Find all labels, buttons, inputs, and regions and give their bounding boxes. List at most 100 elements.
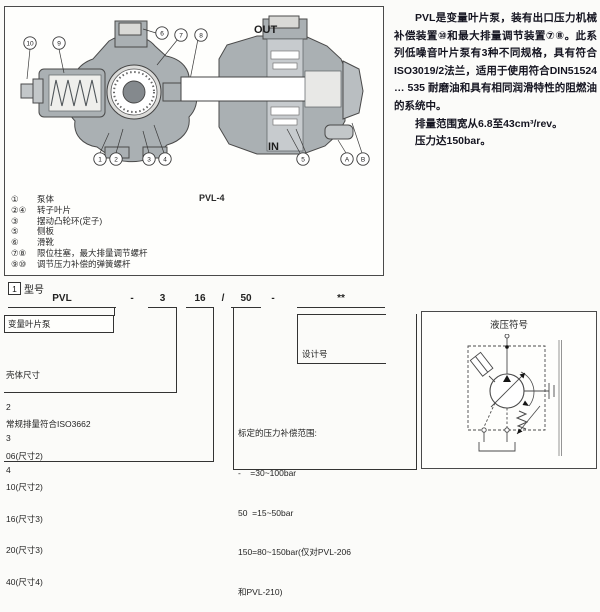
code-series: PVL [8, 293, 116, 308]
legend-symbol: ⑤ [11, 226, 19, 237]
code-size: 3 [148, 293, 177, 308]
section-header: 1 型号 [8, 281, 44, 296]
code-displacement: 16 [186, 293, 214, 308]
callouts-left-pump: 10 9 6 7 8 1 2 3 4 [23, 26, 208, 166]
code-dash-1: - [130, 293, 134, 304]
suction-port [504, 427, 510, 433]
pump-section-figure: 10 9 6 7 8 1 2 3 4 [4, 6, 384, 276]
legend-symbol: ⑦⑧ [11, 247, 27, 258]
legend-text: 调节压力补偿的弹簧螺杆 [37, 258, 131, 269]
compensation-option: 50 =15~50bar [238, 507, 294, 518]
compensation-bracket-right [416, 314, 417, 470]
legend-text: 转子叶片 [37, 204, 72, 215]
code-compensation: 50 [231, 293, 261, 308]
size-bracket-vertical [176, 307, 177, 393]
compensation-options: 标定的压力补偿范围: - =30~100bar 50 =15~50bar 150… [238, 401, 351, 612]
size-options: 壳体尺寸 2 3 4 [6, 349, 40, 486]
intro-text: PVL是变量叶片泵，装有出口压力机械补偿装置⑩和最大排量调节装置⑦⑧。此系列低噪… [394, 10, 597, 151]
legend-text: 滑靴 [37, 237, 55, 248]
callout-10: 10 [26, 40, 34, 47]
callout-6: 6 [160, 30, 164, 37]
code-design: ** [297, 293, 385, 308]
callout-1: 1 [98, 156, 102, 163]
symbol-enclosure [467, 345, 546, 431]
legend-symbol: ⑨⑩ [11, 258, 27, 269]
legend-item: ⑥ 滑靴 [11, 237, 148, 248]
code-slash: / [221, 293, 225, 304]
right-pump-internals [180, 38, 342, 152]
legend-symbol: ②④ [11, 204, 27, 215]
variable-arrow [490, 372, 526, 408]
compensation-option: 150=80~150bar(仅对PVL-206 [238, 547, 351, 558]
displacement-bracket-vertical [213, 307, 214, 462]
section-title: 型号 [24, 285, 44, 296]
adjust-arrow-line [516, 405, 541, 435]
callout-2: 2 [114, 156, 118, 163]
compensator-spring [50, 79, 98, 107]
outlet-port [504, 334, 510, 339]
callout-5: 5 [301, 156, 305, 163]
section-number-box: 1 [8, 282, 21, 295]
callout-9: 9 [57, 40, 61, 47]
callout-3: 3 [147, 156, 151, 163]
size-bracket-horizontal [4, 392, 177, 393]
compensation-option: - =30~100bar [238, 468, 297, 479]
displacement-title: 常规排量符合ISO3662 [6, 419, 91, 429]
displacement-option: 40(尺寸4) [6, 576, 43, 587]
compensation-option: 和PVL-210) [238, 586, 283, 597]
callout-4: 4 [163, 156, 167, 163]
compensator-link [488, 375, 496, 383]
legend-text: 侧板 [37, 226, 55, 237]
junction-dot [505, 345, 509, 349]
compensation-bracket-bottom [233, 469, 417, 470]
legend-item: ⑦⑧ 限位柱塞，最大排量调节螺杆 [11, 248, 148, 259]
callout-8: 8 [199, 32, 203, 39]
design-number-box: 设计号 [297, 314, 386, 364]
intro-paragraph-3: 压力达150bar。 [415, 135, 491, 148]
legend-symbol: ① [11, 194, 19, 204]
hydraulic-symbol-box: 液压符号 [421, 311, 597, 469]
swivel-arrowhead [522, 400, 529, 406]
legend-item: ⑨⑩ 调节压力补偿的弹簧螺杆 [11, 259, 148, 270]
size-option: 2 [6, 401, 11, 412]
spring-window [48, 74, 102, 112]
pump-cross-section-drawing: 10 9 6 7 8 1 2 3 4 [20, 15, 370, 166]
size-title: 壳体尺寸 [6, 370, 41, 380]
out-port-label: OUT [254, 24, 278, 36]
callouts-right-pump: 5 A B [296, 152, 370, 166]
size-option: 3 [6, 433, 11, 443]
legend-text: 摆动凸轮环(定子) [37, 215, 103, 226]
callout-7: 7 [179, 32, 183, 39]
variable-pump-symbol [467, 334, 562, 456]
displacement-option: 06(尺寸2) [6, 450, 43, 461]
pump-type-box: 变量叶片泵 [4, 315, 114, 333]
displacement-option: 10(尺寸2) [6, 482, 43, 492]
pilot-line [483, 402, 496, 428]
flow-triangle [503, 375, 511, 382]
compensation-title: 标定的压力补偿范围: [238, 428, 317, 439]
displacement-options: 常规排量符合ISO3662 06(尺寸2) 10(尺寸2) 16(尺寸3) 20… [6, 398, 91, 598]
legend-symbol: ⑥ [11, 237, 19, 248]
displacement-option: 20(尺寸3) [6, 545, 43, 555]
spring-zigzag [515, 410, 529, 430]
code-dash-2: - [271, 293, 275, 304]
legend-text: 限位柱塞，最大排量调节螺杆 [37, 247, 148, 258]
rotor-and-vanes [106, 64, 162, 120]
in-port-label: IN [268, 141, 279, 153]
leader-lines-left [26, 28, 199, 154]
compensation-bracket-left [233, 307, 234, 470]
legend-item: ⑤ 侧板 [11, 226, 148, 237]
displacement-option: 16(尺寸3) [6, 513, 43, 524]
legend-symbol: ③ [11, 215, 19, 226]
design-number-label: 设计号 [302, 349, 328, 359]
hydraulic-symbol-title: 液压符号 [489, 320, 528, 331]
legend-item: ②④ 转子叶片 [11, 205, 148, 216]
tank-symbol [478, 442, 516, 452]
figure-label: PVL-4 [199, 193, 225, 203]
callout-B: B [361, 156, 365, 163]
intro-paragraph-1: PVL是变量叶片泵，装有出口压力机械补偿装置⑩和最大排量调节装置⑦⑧。此系列低噪… [394, 12, 597, 112]
intro-paragraph-2: 排量范围宽从6.8至43cm³/rev。 [415, 117, 563, 130]
compensator-valve [469, 351, 494, 377]
